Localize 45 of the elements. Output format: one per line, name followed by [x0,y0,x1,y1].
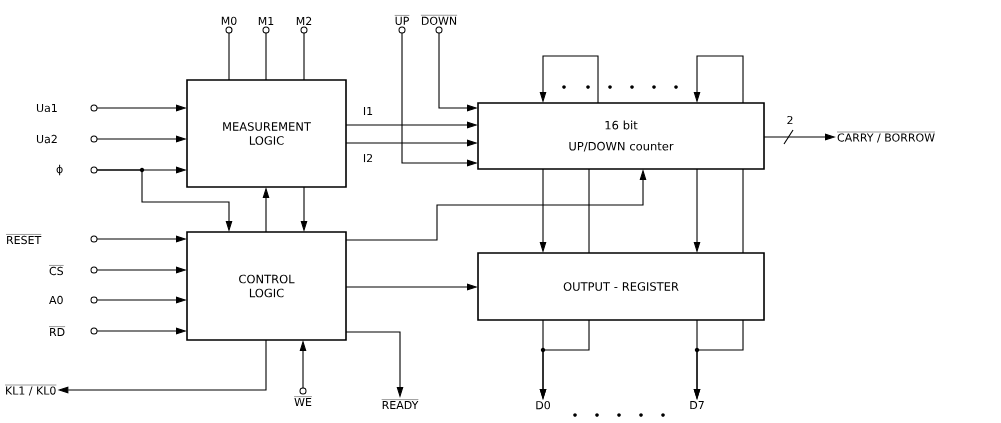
signal-label: D7 [690,401,704,409]
pin-terminal: UP [394,15,410,34]
connector-line [693,55,744,104]
node-label: ϕ [56,164,63,176]
edge-label: I1 [361,106,375,116]
node-label: DOWN [421,16,457,25]
edge-label: 2 [785,114,795,126]
counter-block: 16 bit UP/DOWN counter [477,102,765,170]
node-label: WE [294,398,312,407]
node-label: M1 [258,16,274,25]
connector-line [228,32,230,81]
pin-terminal: WE [293,387,313,406]
register-block: OUTPUT - REGISTER [477,252,765,321]
pin-terminal: A0 [49,295,98,305]
pin-terminal: M1 [258,17,274,34]
signal-label: CARRY / BORROW [836,131,936,143]
connector-line [265,32,267,81]
node-label: CS [49,266,64,276]
connector-line [303,32,305,81]
node-label: Ua2 [36,134,57,144]
pin-terminal: ϕ [56,164,98,176]
connector-line [742,168,744,254]
edge-label: I2 [361,152,375,164]
node-label: M2 [296,16,312,25]
signal-label: READY [381,399,419,409]
node-label: A0 [49,295,63,305]
pin-terminal: RESET [5,234,98,245]
pin-terminal: RD [48,326,98,336]
signal-label: D0 [536,401,550,410]
pin-terminal: CS [48,265,98,276]
node-label: RESET [7,235,42,245]
signal-label: KL1 / KL0 [4,384,57,396]
pin-terminal: Ua1 [36,103,98,113]
node-label: M0 [221,16,237,25]
pin-terminal: M2 [296,16,312,34]
node-label: Ua1 [36,103,57,113]
logic-block: CONTROL LOGIC [186,231,347,341]
pin-terminal: Ua2 [36,134,98,144]
connector-line [539,55,599,104]
connector-line [588,168,590,254]
logic-block: MEASUREMENT LOGIC [186,79,347,188]
node-label: UP [395,16,409,25]
pin-terminal: M0 [221,16,237,34]
pin-terminal: DOWN [420,15,458,34]
node-label: RD [50,328,65,337]
